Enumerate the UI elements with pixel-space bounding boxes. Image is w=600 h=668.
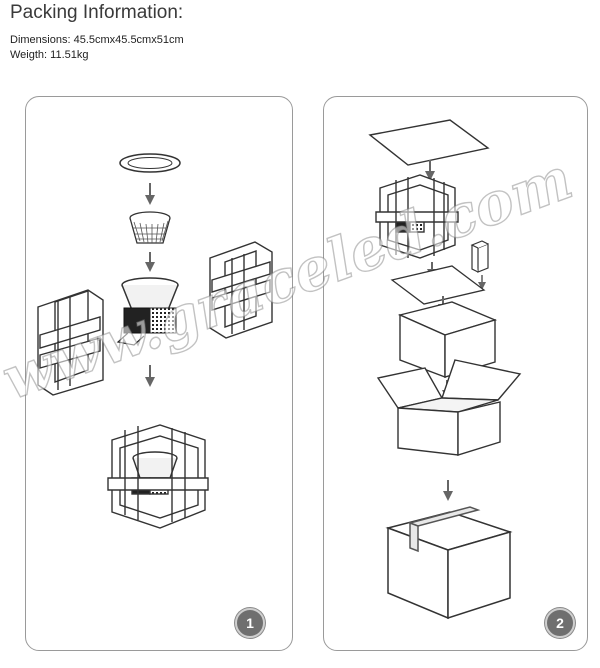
open-carton-illustration	[376, 359, 522, 456]
accessory-box-illustration	[470, 240, 489, 273]
framed-product-illustration	[375, 174, 459, 259]
assembled-luminaire-illustration	[107, 424, 209, 529]
middle-cardboard-sheet-illustration	[390, 265, 486, 305]
dimensions-text: Dimensions: 45.5cmx45.5cmx51cm	[10, 34, 184, 46]
top-cardboard-sheet-illustration	[368, 119, 490, 166]
lens-cone-illustration	[129, 211, 171, 244]
luminaire-illustration	[116, 277, 179, 346]
watermark-text: www.graceled.com	[0, 144, 581, 413]
sealed-carton-illustration	[385, 506, 513, 620]
weight-text: Weigth: 11.51kg	[10, 49, 89, 61]
step-2-badge: 2	[545, 608, 575, 638]
left-foam-frame-illustration	[37, 289, 104, 396]
right-foam-frame-illustration	[209, 241, 273, 339]
step-1-badge: 1	[235, 608, 265, 638]
reflector-ring-illustration	[119, 153, 181, 173]
page-title: Packing Information:	[10, 2, 184, 23]
